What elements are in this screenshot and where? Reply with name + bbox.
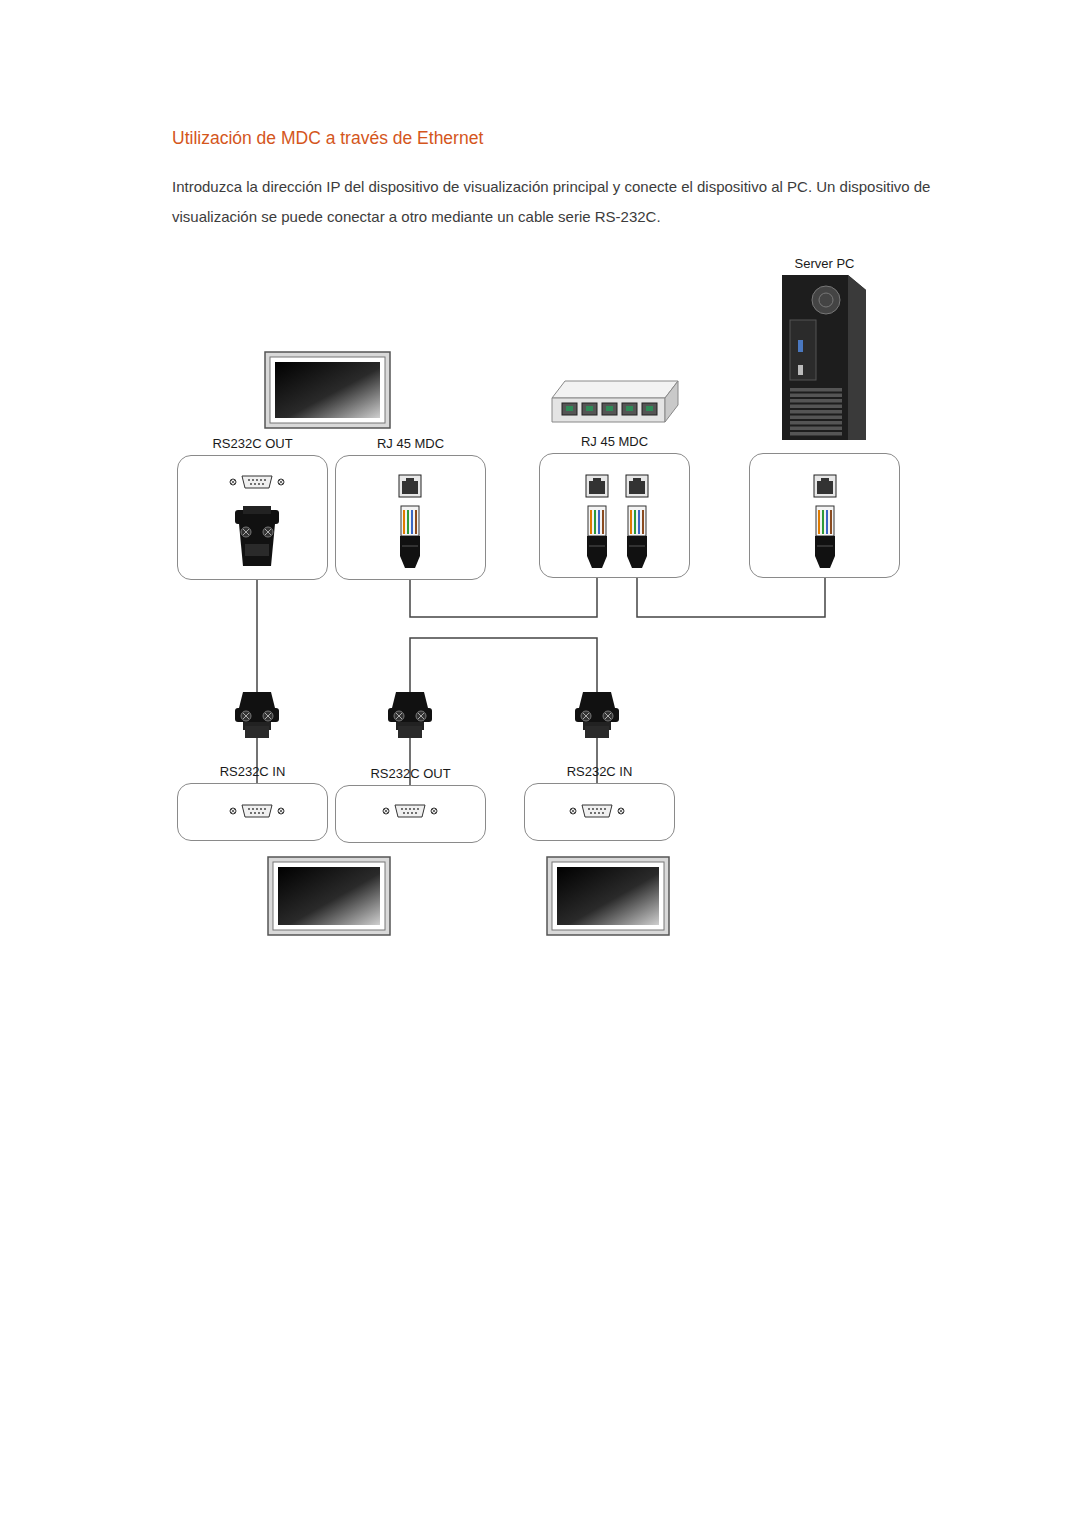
intro-text: Introduzca la dirección IP del dispositi…	[172, 172, 992, 232]
db9-plug	[388, 692, 432, 738]
rj45-jack	[399, 475, 421, 497]
port-label: RJ 45 MDC	[520, 434, 709, 449]
port-box: RS232C IN	[524, 783, 675, 841]
cable	[637, 578, 825, 617]
display-monitor	[268, 857, 390, 935]
rj45-plug	[815, 506, 835, 568]
page-title: Utilización de MDC a través de Ethernet	[172, 128, 483, 149]
rj45-jack	[814, 475, 836, 497]
cable	[410, 578, 597, 617]
rj45-plug	[400, 506, 420, 568]
db9-port	[230, 805, 284, 817]
db9-port	[383, 805, 437, 817]
rj45-jack	[586, 475, 608, 497]
port-label: Server PC	[730, 256, 919, 271]
port-box: RS232C IN	[177, 783, 328, 841]
port-box: RS232C OUT	[177, 455, 328, 580]
cable	[410, 638, 597, 785]
rj45-plug	[627, 506, 647, 568]
server-pc-tower	[782, 275, 866, 440]
port-label: RS232C IN	[505, 764, 694, 779]
rj45-jack	[626, 475, 648, 497]
port-box: RS232C OUT	[335, 785, 486, 843]
port-box: RJ 45 MDC	[539, 453, 690, 578]
display-monitor	[547, 857, 669, 935]
network-switch	[552, 381, 678, 422]
port-label: RS232C OUT	[158, 436, 347, 451]
cable	[256, 580, 258, 783]
port-label: RS232C OUT	[316, 766, 505, 781]
display-monitor	[265, 352, 390, 428]
db9-plug	[235, 506, 279, 566]
port-label: RS232C IN	[158, 764, 347, 779]
db9-port	[570, 805, 624, 817]
rj45-plug	[587, 506, 607, 568]
port-box: RJ 45 MDC	[335, 455, 486, 580]
db9-port	[230, 476, 284, 488]
db9-plug	[575, 692, 619, 738]
port-box: Server PC	[749, 453, 900, 578]
db9-plug	[235, 692, 279, 738]
port-label: RJ 45 MDC	[316, 436, 505, 451]
